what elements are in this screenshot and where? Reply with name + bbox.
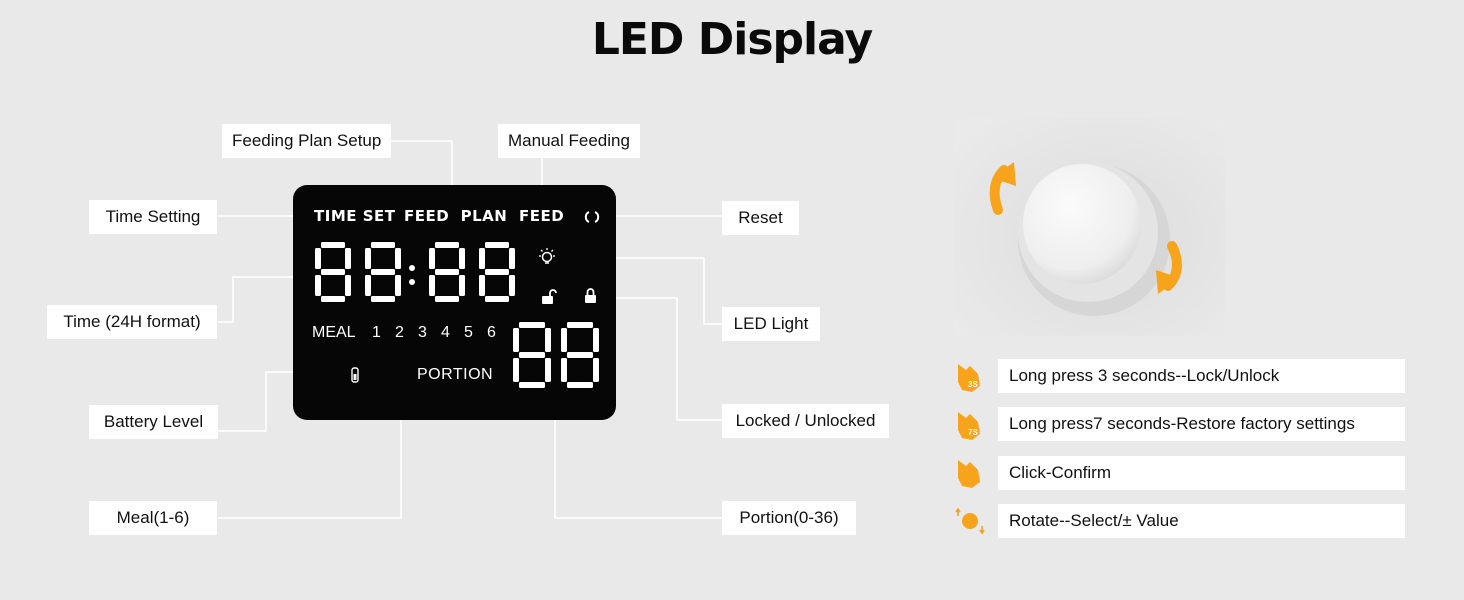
- connector-led-light: [560, 257, 722, 325]
- digit-segment: [509, 248, 515, 269]
- digit-segment: [365, 248, 371, 269]
- digit-segment: [345, 248, 351, 269]
- digit-segment: [371, 242, 395, 248]
- digit-segment: [371, 296, 395, 302]
- lcd-feed-plan-label: FEED PLAN: [404, 207, 508, 225]
- time-colon: [409, 265, 415, 271]
- digit-segment: [459, 248, 465, 269]
- digit-segment: [459, 275, 465, 296]
- lcd-display: TIME SET FEED PLAN FEED MEAL 1 2 3 4 5 6…: [293, 185, 616, 420]
- rotate-arrow-icon-bottom: [1156, 241, 1182, 294]
- digit-segment: [519, 382, 545, 388]
- lcd-portion-label: PORTION: [417, 366, 494, 383]
- digit-segment: [519, 322, 545, 328]
- instruction-factory-reset: Long press7 seconds-Restore factory sett…: [998, 407, 1405, 441]
- digit-segment: [435, 269, 459, 275]
- lcd-feed-label: FEED: [519, 207, 565, 225]
- digit-segment: [371, 269, 395, 275]
- instruction-lock-unlock: Long press 3 seconds--Lock/Unlock: [998, 359, 1405, 393]
- callout-meal: Meal(1-6): [89, 501, 217, 535]
- battery-icon: [351, 367, 359, 383]
- digit-segment: [429, 275, 435, 296]
- digit-segment: [519, 352, 545, 358]
- meal-numbers: 1 2 3 4 5 6: [372, 324, 510, 342]
- callout-led-light: LED Light: [722, 307, 820, 341]
- digit-segment: [509, 275, 515, 296]
- digit-segment: [561, 358, 567, 382]
- lcd-meal-label: MEAL: [312, 324, 356, 341]
- callout-portion: Portion(0-36): [722, 501, 856, 535]
- connector-lock: [602, 297, 722, 421]
- connector-portion: [554, 400, 722, 519]
- meal-number: 6: [487, 324, 496, 341]
- digit-segment: [429, 248, 435, 269]
- time-colon: [409, 279, 415, 285]
- lcd-time-digits: [315, 242, 515, 302]
- digit-segment: [435, 296, 459, 302]
- callout-battery-level: Battery Level: [89, 405, 218, 439]
- digit-segment: [545, 358, 551, 382]
- lcd-time-set-label: TIME SET: [314, 207, 396, 225]
- rotate-dot-icon: [955, 507, 985, 535]
- unlocked-icon: [542, 289, 557, 304]
- digit-segment: [567, 382, 593, 388]
- digit-segment: [321, 242, 345, 248]
- lcd-portion-digits: [513, 322, 599, 388]
- press-badge-3s: 3S: [968, 380, 978, 389]
- digit-segment: [395, 275, 401, 296]
- digit-segment: [567, 352, 593, 358]
- digit-segment: [395, 248, 401, 269]
- digit-segment: [479, 275, 485, 296]
- digit-segment: [315, 275, 321, 296]
- digit-segment: [485, 296, 509, 302]
- reset-icon: [584, 211, 600, 223]
- callout-reset: Reset: [722, 201, 799, 235]
- connector-time: [218, 276, 308, 323]
- press-badge-7s: 7S: [968, 428, 978, 437]
- meal-number: 2: [395, 324, 404, 341]
- digit-segment: [479, 248, 485, 269]
- callout-time-setting: Time Setting: [89, 200, 217, 234]
- knob-photo: [954, 118, 1225, 336]
- digit-segment: [513, 328, 519, 352]
- meal-number: 1: [372, 324, 381, 341]
- meal-number: 3: [418, 324, 427, 341]
- callout-feeding-plan-setup: Feeding Plan Setup: [222, 124, 392, 158]
- instruction-rotate: Rotate--Select/± Value: [998, 504, 1405, 538]
- callout-manual-feeding: Manual Feeding: [498, 124, 640, 158]
- digit-segment: [485, 242, 509, 248]
- locked-icon: [585, 288, 596, 303]
- knob-illustration: [954, 118, 1225, 336]
- digit-segment: [345, 275, 351, 296]
- callout-time-24h: Time (24H format): [47, 305, 217, 339]
- digit-segment: [321, 296, 345, 302]
- callout-locked-unlocked: Locked / Unlocked: [722, 404, 889, 438]
- press-hand-icon-3s: 3S: [958, 364, 980, 392]
- press-hand-icon-7s: 7S: [958, 412, 980, 440]
- instruction-click-confirm: Click-Confirm: [998, 456, 1405, 490]
- digit-segment: [593, 328, 599, 352]
- digit-segment: [567, 322, 593, 328]
- digit-segment: [545, 328, 551, 352]
- digit-segment: [593, 358, 599, 382]
- tap-hand-icon: [958, 460, 980, 488]
- digit-segment: [513, 358, 519, 382]
- page-title: LED Display: [591, 14, 873, 65]
- digit-segment: [485, 269, 509, 275]
- connector-feeding-plan: [388, 140, 453, 205]
- digit-segment: [435, 242, 459, 248]
- digit-segment: [365, 275, 371, 296]
- rotate-arrow-icon-top: [989, 162, 1016, 215]
- digit-segment: [321, 269, 345, 275]
- led-light-icon: [539, 248, 555, 264]
- digit-segment: [561, 328, 567, 352]
- digit-segment: [315, 248, 321, 269]
- meal-number: 4: [441, 324, 450, 341]
- meal-number: 5: [464, 324, 473, 341]
